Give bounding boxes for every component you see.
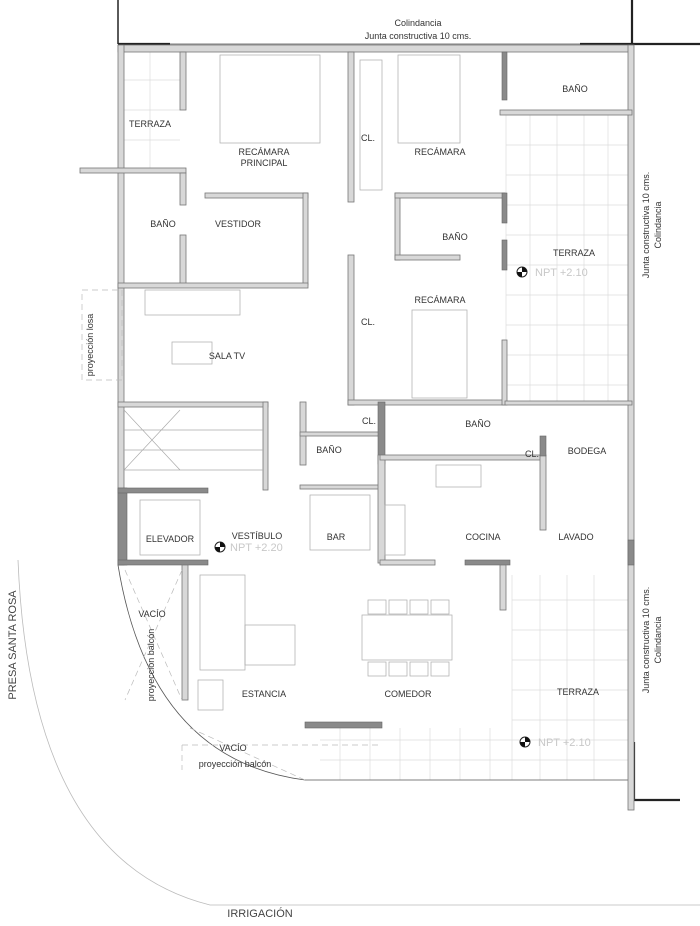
right-joint-label-lower: Junta constructiva 10 cms. bbox=[641, 587, 651, 694]
right-joint-label-upper: Junta constructiva 10 cms. bbox=[641, 172, 651, 279]
sink bbox=[384, 504, 406, 556]
bar-counter bbox=[309, 494, 371, 551]
room-bano-center: BAÑO bbox=[442, 232, 468, 242]
room-bar: BAR bbox=[327, 532, 346, 542]
street-presa-santa-rosa: PRESA SANTA ROSA bbox=[7, 590, 19, 700]
closet-1 bbox=[359, 59, 383, 191]
room-bano-ne: BAÑO bbox=[562, 84, 588, 94]
room-recamara-principal-2: PRINCIPAL bbox=[241, 158, 288, 168]
room-elevador: ELEVADOR bbox=[146, 534, 195, 544]
stove bbox=[435, 464, 482, 488]
top-joint-label: Junta constructiva 10 cms. bbox=[365, 31, 472, 41]
level-vestibulo: NPT +2.20 bbox=[230, 542, 283, 554]
walls bbox=[79, 44, 635, 811]
room-sala-tv: SALA TV bbox=[209, 351, 245, 361]
room-vacio-1: VACÍO bbox=[138, 609, 165, 619]
room-labels: TERRAZA RECÁMARA PRINCIPAL CL. RECÁMARA … bbox=[129, 84, 606, 769]
room-bano-s: BAÑO bbox=[465, 419, 491, 429]
armchair bbox=[197, 679, 224, 711]
room-closet-1: CL. bbox=[361, 133, 375, 143]
terrace-grid-northwest bbox=[124, 52, 180, 168]
room-terraza-nw: TERRAZA bbox=[129, 119, 171, 129]
top-neighbor-label: Colindancia bbox=[394, 18, 441, 28]
room-terraza-east: TERRAZA bbox=[553, 248, 595, 258]
room-recamara-center: RECÁMARA bbox=[414, 295, 465, 305]
terrace-grid-southeast bbox=[320, 575, 628, 780]
room-vestibulo: VESTÍBULO bbox=[232, 531, 283, 541]
room-terraza-se: TERRAZA bbox=[557, 687, 599, 697]
right-neighbor-label-upper: Colindancia bbox=[653, 201, 663, 248]
terrace-grid-east bbox=[505, 114, 629, 404]
room-bodega: BODEGA bbox=[568, 446, 607, 456]
balcony-projections bbox=[81, 289, 380, 781]
tv-table bbox=[171, 341, 213, 365]
level-terraza-southeast: NPT +2.10 bbox=[538, 737, 591, 749]
level-marker bbox=[214, 266, 531, 748]
room-closet-4: CL. bbox=[525, 449, 539, 459]
room-bano-principal: BAÑO bbox=[150, 219, 176, 229]
balcony-projection-2: proyección balcón bbox=[199, 759, 272, 769]
bed-master bbox=[219, 54, 321, 144]
room-recamara-principal: RECÁMARA bbox=[238, 147, 289, 157]
room-closet-3: CL. bbox=[362, 416, 376, 426]
stairs bbox=[123, 409, 263, 471]
room-vacio-2: VACÍO bbox=[219, 743, 246, 753]
bed-center bbox=[411, 309, 468, 399]
level-terraza-east: NPT +2.10 bbox=[535, 267, 588, 279]
room-vestidor: VESTIDOR bbox=[215, 219, 262, 229]
bed-north bbox=[397, 54, 461, 144]
coffee-table bbox=[244, 624, 296, 666]
street-irrigacion: IRRIGACIÓN bbox=[227, 907, 292, 920]
elevator-car bbox=[139, 499, 201, 556]
room-closet-2: CL. bbox=[361, 317, 375, 327]
room-recamara-north: RECÁMARA bbox=[414, 147, 465, 157]
right-neighbor-label-lower: Colindancia bbox=[653, 616, 663, 663]
furniture bbox=[123, 54, 482, 711]
dining-table bbox=[361, 614, 453, 661]
room-bano-visitas: BAÑO bbox=[316, 445, 342, 455]
room-lavado: LAVADO bbox=[558, 532, 593, 542]
balcony-projection-1: proyección balcón bbox=[146, 629, 156, 702]
sofa-living bbox=[199, 574, 246, 671]
slab-projection-label: proyección losa bbox=[85, 314, 95, 377]
sofa-tv bbox=[144, 289, 241, 316]
room-cocina: COCINA bbox=[465, 532, 500, 542]
room-estancia: ESTANCIA bbox=[242, 689, 286, 699]
room-comedor: COMEDOR bbox=[385, 689, 433, 699]
